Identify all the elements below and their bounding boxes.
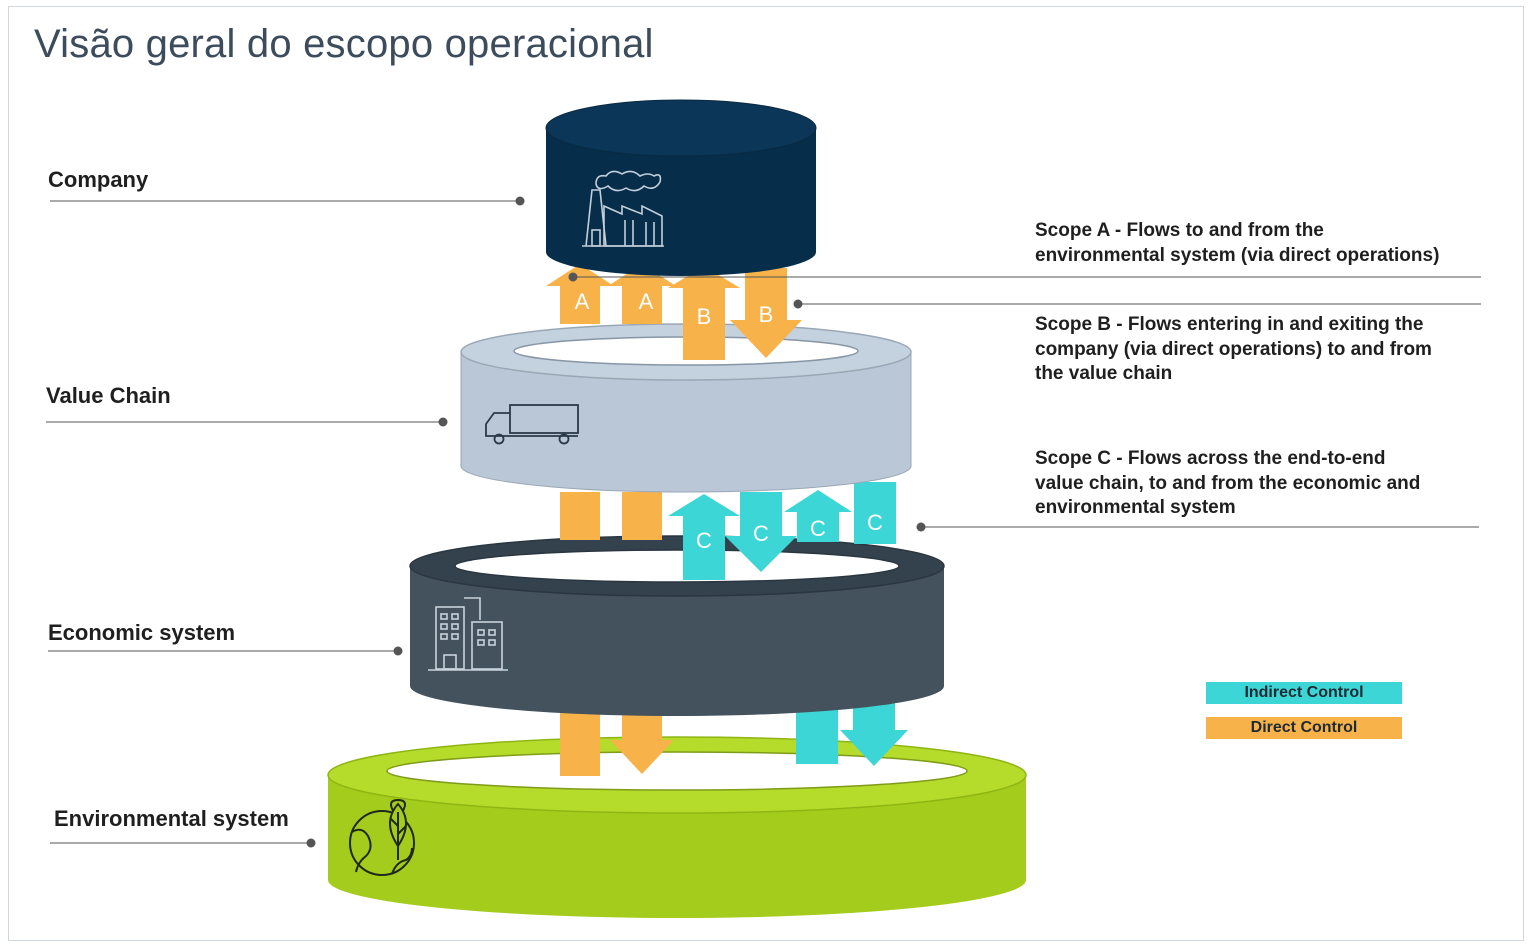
arrow-c-2: C (854, 482, 896, 544)
buildings-icon (428, 597, 508, 671)
svg-text:environmental system (via dire: environmental system (via direct operati… (1035, 245, 1439, 266)
leader-dot (793, 299, 803, 309)
leader-dot (568, 272, 578, 282)
svg-text:Scope B - Flows entering in an: Scope B - Flows entering in and exiting … (1035, 314, 1423, 335)
legend-direct-control: Direct Control (1206, 717, 1402, 739)
arrow-a-up-2: A (608, 264, 676, 324)
level-label-economic: Economic system (48, 620, 235, 645)
company-cylinder (545, 99, 817, 276)
legend-indirect-control: Indirect Control (1206, 682, 1402, 704)
arrow-direct-link-1 (560, 492, 600, 540)
arrow-c-up-1: C (668, 494, 740, 580)
arrow-c-up-2: C (784, 490, 852, 542)
truck-icon (485, 404, 579, 445)
economic-system-disk (409, 535, 945, 716)
arrow-b-up: B (668, 266, 740, 360)
leader-dot (438, 417, 448, 427)
leader-dot (393, 646, 403, 656)
scope-c-description: Scope C - Flows across the end-to-end va… (1035, 448, 1420, 518)
leader-dot (916, 522, 926, 532)
arrow-direct-up-env (560, 712, 600, 776)
arrow-a-up-1: A (546, 264, 614, 324)
factory-icon (582, 170, 664, 247)
svg-text:environmental system: environmental system (1035, 497, 1236, 518)
arrow-letter-c: C (753, 521, 769, 546)
scope-a-description: Scope A - Flows to and from the environm… (1035, 220, 1439, 266)
arrow-letter-b: B (759, 302, 774, 327)
svg-text:the value chain: the value chain (1035, 363, 1172, 384)
level-label-company: Company (48, 167, 149, 192)
svg-text:company (via direct operations: company (via direct operations) to and f… (1035, 339, 1432, 360)
environmental-system-disk (327, 736, 1027, 918)
arrow-letter-a: A (575, 289, 590, 314)
arrow-direct-link-2 (622, 492, 662, 540)
leader-dot (306, 838, 316, 848)
scope-b-description: Scope B - Flows entering in and exiting … (1035, 314, 1432, 384)
svg-text:Scope A - Flows to and from th: Scope A - Flows to and from the (1035, 220, 1324, 241)
level-label-environmental: Environmental system (54, 806, 289, 831)
page-title: Visão geral do escopo operacional (34, 22, 654, 66)
arrow-letter-a: A (639, 289, 654, 314)
arrow-c-down-1: C (725, 492, 797, 572)
leader-dot (515, 196, 525, 206)
arrow-letter-c: C (696, 528, 712, 553)
arrow-letter-b: B (697, 304, 712, 329)
globe-leaf-icon (349, 798, 415, 876)
svg-text:Scope C - Flows across the end: Scope C - Flows across the end-to-end (1035, 448, 1386, 469)
arrow-direct-down-env (610, 712, 674, 774)
svg-text:value chain, to and from the e: value chain, to and from the economic an… (1035, 473, 1420, 494)
arrow-letter-c: C (810, 516, 826, 541)
arrow-letter-c: C (867, 510, 883, 535)
level-label-value-chain: Value Chain (46, 383, 171, 408)
